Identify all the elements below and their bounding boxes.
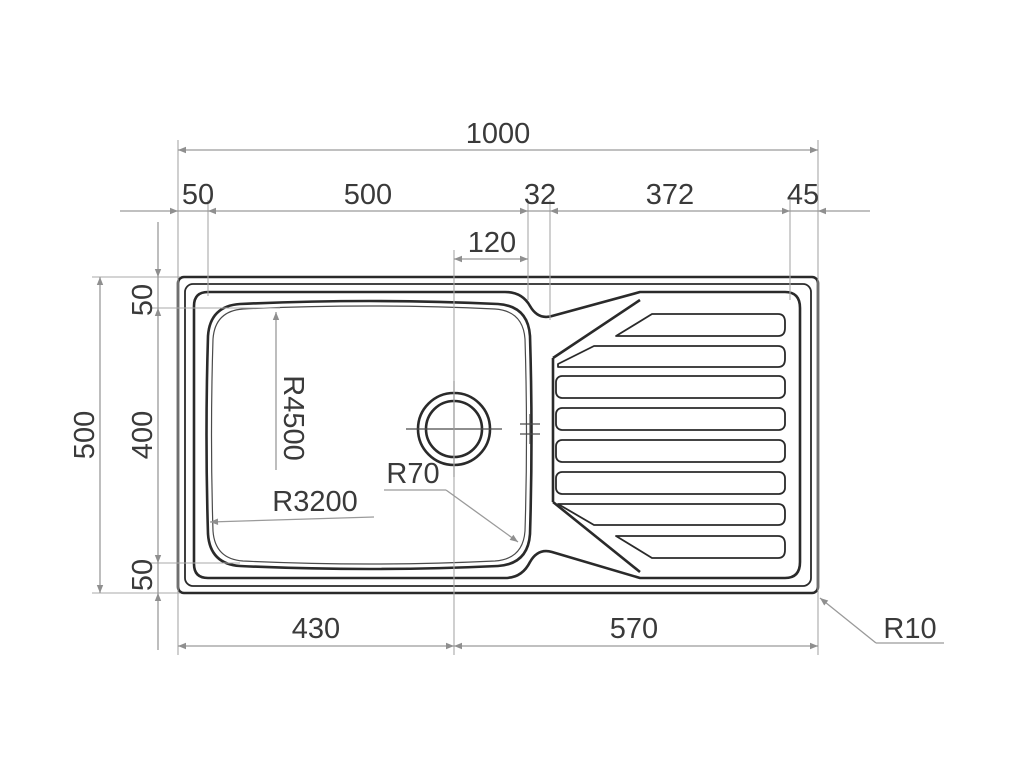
label-bowl-depth: 400 bbox=[127, 411, 159, 459]
label-right-margin: 45 bbox=[787, 179, 819, 211]
label-drainer-width: 372 bbox=[646, 179, 694, 211]
label-waste-radius: R70 bbox=[386, 458, 439, 490]
bowl-edge bbox=[205, 299, 533, 571]
drainer-groove bbox=[557, 503, 786, 526]
sink-drainer bbox=[551, 298, 786, 574]
label-top-margin: 50 bbox=[127, 284, 159, 316]
label-waste-center-right: 570 bbox=[610, 613, 658, 645]
drainer-groove bbox=[615, 313, 786, 337]
sink-outer-edge bbox=[176, 275, 820, 595]
drainer-groove bbox=[557, 345, 786, 368]
sink-outline bbox=[176, 275, 820, 595]
sink-rim bbox=[192, 290, 802, 580]
label-bowl-bottom-radius: R3200 bbox=[272, 486, 357, 518]
label-overall-width: 1000 bbox=[466, 118, 531, 150]
leader-bowl-bottom-radius bbox=[209, 516, 375, 525]
drainer-groove bbox=[555, 471, 786, 495]
leader-corner-radius bbox=[819, 597, 877, 644]
drainer-groove bbox=[555, 375, 786, 399]
bowl-edge-inner bbox=[210, 305, 528, 565]
drainer-groove bbox=[555, 407, 786, 431]
label-overall-depth: 500 bbox=[69, 411, 101, 459]
label-bowl-width: 500 bbox=[344, 179, 392, 211]
drainer-groove bbox=[615, 535, 786, 559]
label-bottom-margin: 50 bbox=[127, 559, 159, 591]
label-waste-offset: 120 bbox=[468, 227, 516, 259]
drainer-boundary bbox=[551, 298, 641, 574]
extension-lines bbox=[92, 140, 819, 655]
label-divider: 32 bbox=[524, 179, 556, 211]
dimension-labels: 1000 50 500 32 372 45 120 500 50 400 50 … bbox=[69, 118, 937, 645]
label-waste-center-left: 430 bbox=[292, 613, 340, 645]
label-left-margin: 50 bbox=[182, 179, 214, 211]
leader-waste-radius bbox=[445, 489, 519, 543]
label-corner-radius: R10 bbox=[883, 613, 936, 645]
drainer-groove bbox=[555, 439, 786, 463]
dimension-lines bbox=[96, 146, 944, 650]
sink-outer-edge-inner bbox=[184, 283, 812, 587]
label-bowl-side-radius: R4500 bbox=[277, 375, 309, 460]
sink-bowl bbox=[205, 299, 540, 571]
